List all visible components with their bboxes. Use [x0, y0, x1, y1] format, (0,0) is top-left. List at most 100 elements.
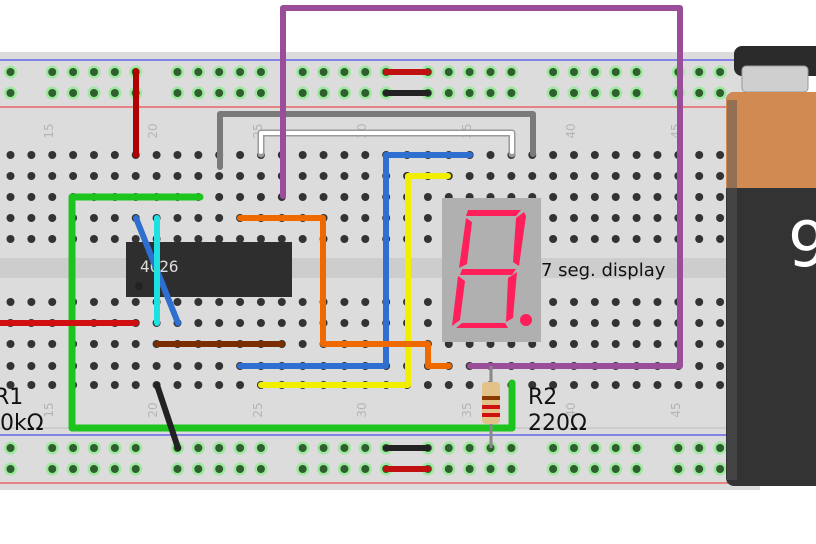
hole: [89, 172, 98, 180]
hole: [340, 319, 349, 327]
hole: [632, 172, 641, 180]
hole: [194, 298, 203, 306]
hole: [653, 381, 662, 389]
hole: [173, 151, 182, 159]
hole: [549, 298, 558, 306]
hole: [444, 381, 453, 389]
column-label: 30: [355, 402, 369, 417]
wire-blue-top[interactable]: [237, 152, 473, 369]
hole: [549, 193, 558, 201]
hole: [89, 151, 98, 159]
wire-purple[interactable]: [280, 5, 683, 369]
hole: [173, 214, 182, 222]
hole: [89, 89, 98, 97]
hole: [131, 362, 140, 370]
hole: [423, 214, 432, 222]
hole: [256, 172, 265, 180]
hole: [653, 235, 662, 243]
hole: [611, 214, 620, 222]
hole: [236, 193, 245, 201]
hole: [298, 465, 307, 473]
display-segments: [452, 210, 532, 328]
hole: [569, 340, 578, 348]
hole: [653, 319, 662, 327]
hole: [319, 172, 328, 180]
hole: [632, 444, 641, 452]
hole: [298, 68, 307, 76]
hole: [611, 340, 620, 348]
hole: [236, 89, 245, 97]
wire-yellow[interactable]: [258, 173, 451, 388]
hole: [340, 444, 349, 452]
hole: [716, 235, 725, 243]
hole: [110, 151, 119, 159]
hole: [590, 235, 599, 243]
hole: [716, 89, 725, 97]
hole: [340, 172, 349, 180]
hole: [716, 68, 725, 76]
wire-green[interactable]: [68, 193, 516, 432]
hole: [465, 465, 474, 473]
hole: [236, 444, 245, 452]
hole: [256, 444, 265, 452]
hole: [569, 235, 578, 243]
hole: [674, 465, 683, 473]
hole: [716, 340, 725, 348]
hole: [507, 172, 516, 180]
hole: [507, 68, 516, 76]
hole: [173, 381, 182, 389]
column-label: 20: [146, 123, 160, 138]
hole: [590, 340, 599, 348]
hole: [69, 444, 78, 452]
hole: [256, 68, 265, 76]
hole: [89, 362, 98, 370]
wire-white-core: [259, 131, 514, 154]
wire-black[interactable]: [154, 382, 181, 451]
hole: [569, 89, 578, 97]
hole: [716, 214, 725, 222]
hole: [507, 444, 516, 452]
hole: [298, 89, 307, 97]
hole: [716, 193, 725, 201]
hole: [27, 362, 36, 370]
battery-label: 9: [788, 208, 816, 281]
hole: [590, 68, 599, 76]
hole: [27, 193, 36, 201]
hole: [444, 68, 453, 76]
hole: [6, 193, 15, 201]
seven-segment-display[interactable]: [442, 198, 541, 342]
hole: [653, 340, 662, 348]
hole: [632, 151, 641, 159]
hole: [215, 193, 224, 201]
column-label: 40: [564, 123, 578, 138]
hole: [48, 151, 57, 159]
hole: [215, 298, 224, 306]
hole: [173, 68, 182, 76]
hole: [716, 151, 725, 159]
hole: [152, 172, 161, 180]
hole: [131, 235, 140, 243]
hole: [27, 381, 36, 389]
hole: [507, 89, 516, 97]
display-label: 7 seg. display: [541, 260, 666, 281]
hole: [319, 193, 328, 201]
wire-orange[interactable]: [237, 215, 452, 369]
resistor-r2[interactable]: [482, 366, 500, 448]
hole: [173, 362, 182, 370]
hole: [361, 465, 370, 473]
hole: [361, 89, 370, 97]
hole: [236, 68, 245, 76]
hole: [89, 298, 98, 306]
hole: [695, 340, 704, 348]
battery-9v[interactable]: 9: [726, 46, 816, 486]
hole: [340, 465, 349, 473]
wire-gray[interactable]: [217, 111, 536, 170]
hole: [298, 172, 307, 180]
hole: [69, 151, 78, 159]
hole: [549, 465, 558, 473]
hole: [632, 381, 641, 389]
hole: [298, 193, 307, 201]
hole: [236, 151, 245, 159]
hole: [695, 172, 704, 180]
